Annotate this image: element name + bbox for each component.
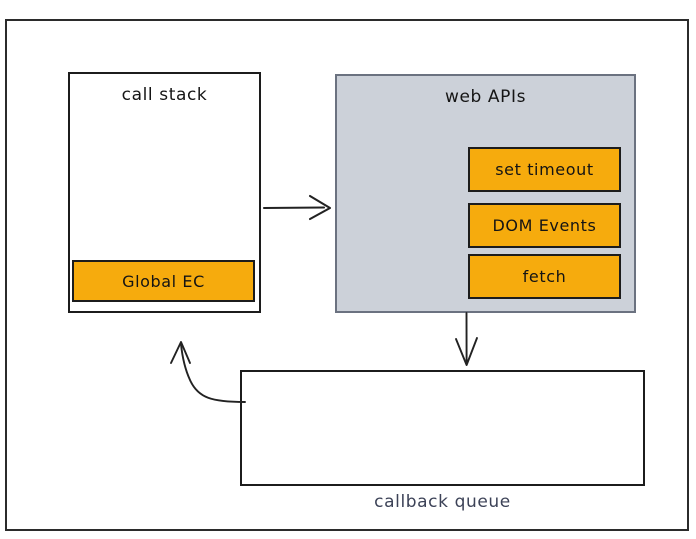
callback-queue-label: callback queue bbox=[374, 492, 511, 512]
call-stack-title: call stack bbox=[121, 85, 208, 105]
web-api-item-set-timeout[interactable]: set timeout bbox=[468, 147, 621, 192]
callback-queue-box[interactable] bbox=[240, 370, 645, 486]
web-api-item-label: fetch bbox=[522, 267, 567, 286]
web-api-item-fetch[interactable]: fetch bbox=[468, 254, 621, 299]
web-apis-title: web APIs bbox=[444, 87, 527, 107]
web-api-item-label: set timeout bbox=[495, 160, 594, 179]
web-api-item-dom-events[interactable]: DOM Events bbox=[468, 203, 621, 248]
outer-frame bbox=[5, 19, 689, 531]
web-api-item-label: DOM Events bbox=[492, 216, 597, 235]
call-stack-frame-global-ec[interactable]: Global EC bbox=[72, 260, 255, 302]
call-stack-frame-label: Global EC bbox=[122, 271, 205, 291]
